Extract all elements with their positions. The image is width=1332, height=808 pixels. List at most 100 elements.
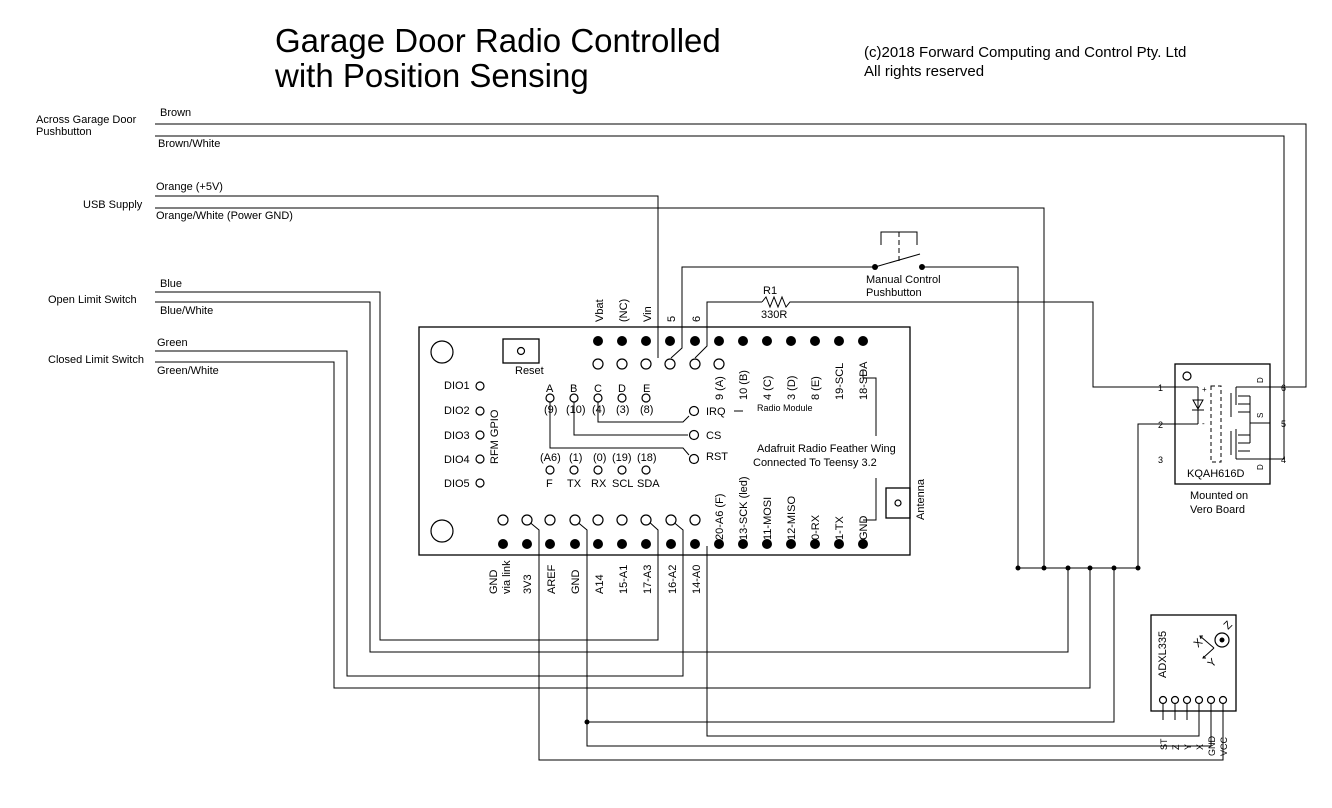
wire-label-orange-white: Orange/White (Power GND) <box>156 210 293 222</box>
pin-label-1tx: 1-TX <box>834 516 846 541</box>
gpio-num-c: (4) <box>592 404 605 416</box>
pin-label-20a6: 20-A6 (F) <box>714 494 726 540</box>
reset-button <box>502 338 540 364</box>
dio3-label: DIO3 <box>444 430 470 442</box>
radio-module-label: Radio Module <box>757 403 813 413</box>
wire-cs <box>573 402 688 436</box>
relay-pin-2: 2 <box>1158 420 1163 430</box>
wire-blue <box>155 291 659 641</box>
lower-name-sda: SDA <box>637 478 660 490</box>
adxl-pins <box>1158 695 1228 760</box>
label-garage-door: Across Garage Door <box>36 114 137 126</box>
relay-pin-4: 4 <box>1281 455 1286 465</box>
pushbutton-label-2: Pushbutton <box>866 287 922 299</box>
pin-label-5: 5 <box>666 316 678 322</box>
lower-name-rx: RX <box>591 478 607 490</box>
gpio-num-b: (10) <box>566 404 586 416</box>
label-closed-limit: Closed Limit Switch <box>48 354 144 366</box>
upper-ring-row <box>592 358 725 370</box>
pin-label-8e: 8 (E) <box>810 376 822 400</box>
wire-label-green-white: Green/White <box>157 365 219 377</box>
lower-num-1: (1) <box>569 452 582 464</box>
wire-pushbutton-pin5 <box>670 266 838 359</box>
pin-label-13sck: 13-SCK (led) <box>738 476 750 540</box>
label-garage-door-2: Pushbutton <box>36 126 92 138</box>
resistor-value: 330R <box>761 309 787 321</box>
relay-mount-2: Vero Board <box>1190 504 1245 516</box>
wire-green-white <box>155 361 1091 689</box>
mounting-hole-top <box>430 340 454 364</box>
copyright-line-1: (c)2018 Forward Computing and Control Pt… <box>864 44 1186 61</box>
dio-rings <box>475 381 485 488</box>
gpio-num-a: (9) <box>544 404 557 416</box>
pin-label-17a3: 17-A3 <box>642 565 654 594</box>
wire-pin6-r1 <box>694 301 762 359</box>
lower-num-19: (19) <box>612 452 632 464</box>
wire-green <box>155 350 684 677</box>
relay-d-bot: D <box>1256 464 1265 470</box>
dio2-label: DIO2 <box>444 405 470 417</box>
bottom-pad-row <box>498 539 868 549</box>
gpio-letter-d: D <box>618 383 626 395</box>
relay-plus: + <box>1202 385 1207 394</box>
lower-num-a6: (A6) <box>540 452 561 464</box>
antenna-connector <box>885 487 911 519</box>
pin-label-gnd-link: GND <box>488 570 500 595</box>
reset-button-dot <box>516 346 526 356</box>
wire-gnd-adxl-2 <box>586 722 1212 747</box>
antenna-label: Antenna <box>915 478 927 520</box>
relay-internals <box>1175 385 1270 463</box>
pin-label-aref: AREF <box>546 564 558 594</box>
pin-label-10b: 10 (B) <box>738 370 750 400</box>
wire-rst <box>549 402 690 456</box>
junction-dots <box>584 565 1141 725</box>
pin-label-19scl: 19-SCL <box>834 363 846 400</box>
gpio-letter-e: E <box>643 383 650 395</box>
axis-arrows-icon <box>1199 632 1230 659</box>
dio5-label: DIO5 <box>444 478 470 490</box>
wire-label-orange: Orange (+5V) <box>156 181 223 193</box>
pin-label-3d: 3 (D) <box>786 376 798 400</box>
pin-label-18sda: 18-SDA <box>858 361 870 400</box>
resistor-r1 <box>761 295 792 309</box>
label-usb-supply: USB Supply <box>83 199 143 211</box>
lower-name-f: F <box>546 478 553 490</box>
wire-irq <box>597 402 690 423</box>
dio4-label: DIO4 <box>444 454 470 466</box>
pin-label-nc: (NC) <box>618 299 630 322</box>
gpio-num-e: (8) <box>640 404 653 416</box>
radio-control-rings <box>688 405 700 465</box>
wire-a6-x <box>706 546 1200 737</box>
gpio-letter-c: C <box>594 383 602 395</box>
pin-label-16a2: 16-A2 <box>667 565 679 594</box>
relay-pin-3: 3 <box>1158 455 1163 465</box>
relay-pin-1: 1 <box>1158 383 1163 393</box>
gpio-num-d: (3) <box>616 404 629 416</box>
teensy-feather-board <box>418 326 911 556</box>
wire-gnd-antenna <box>863 478 877 521</box>
wire-gnd-adxl <box>574 519 1115 723</box>
antenna-pad <box>894 499 902 507</box>
pin-label-gnd: GND <box>570 570 582 595</box>
adxl-pin-gnd: GND <box>1207 736 1217 757</box>
pushbutton-label-1: Manual Control <box>866 274 941 286</box>
reset-label: Reset <box>515 365 544 377</box>
title-line-2: with Position Sensing <box>274 57 589 94</box>
pin-label-6: 6 <box>691 316 703 322</box>
cs-label: CS <box>706 430 721 442</box>
wire-label-brown: Brown <box>160 107 191 119</box>
irq-label: IRQ <box>706 406 726 418</box>
title-line-1: Garage Door Radio Controlled <box>275 22 721 59</box>
pin-label-14a0: 14-A0 <box>691 565 703 594</box>
dio1-label: DIO1 <box>444 380 470 392</box>
relay-pin1-marker <box>1182 371 1192 381</box>
axis-y: Y <box>1206 656 1220 670</box>
pin-label-a14: A14 <box>594 574 606 594</box>
rst-label: RST <box>706 451 728 463</box>
feather-label-1: Adafruit Radio Feather Wing <box>757 443 896 455</box>
wire-orange-white <box>155 207 1045 568</box>
lower-num-18: (18) <box>637 452 657 464</box>
wire-label-blue: Blue <box>160 278 182 290</box>
relay-minus: - <box>1202 419 1205 428</box>
adxl-pin-st: ST <box>1159 738 1169 750</box>
